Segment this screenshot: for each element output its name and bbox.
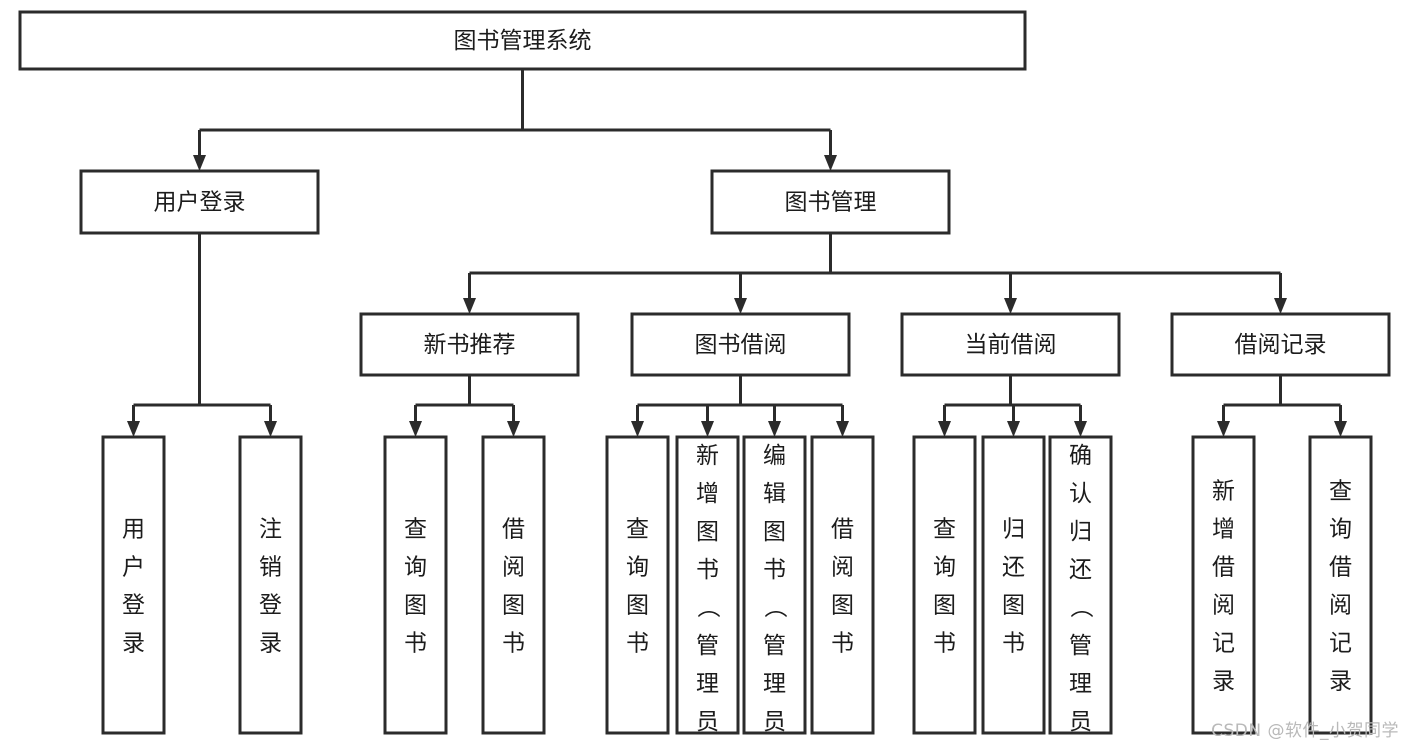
- node-label: 图书管理系统: [454, 28, 592, 54]
- node-label: 借阅记录: [1235, 332, 1327, 358]
- node-leaf-current-confirm-return[interactable]: 确认归还（管理员）: [1048, 435, 1113, 747]
- node-leaf-user-logout[interactable]: 注销登录: [238, 435, 303, 735]
- arrow-head-icon: [1274, 298, 1287, 314]
- node-borrow-record[interactable]: 借阅记录: [1170, 312, 1391, 377]
- node-label: 借阅图书: [502, 516, 525, 656]
- arrow-head-icon: [768, 421, 781, 437]
- node-label: 新增借阅记录: [1212, 478, 1235, 694]
- connector-group: [631, 375, 849, 437]
- node-label: 归还图书: [1002, 516, 1025, 656]
- connector-group: [193, 69, 837, 171]
- node-leaf-borrow-query-book[interactable]: 查询图书: [605, 435, 670, 735]
- arrow-head-icon: [1007, 421, 1020, 437]
- arrow-head-icon: [824, 155, 837, 171]
- node-label: 用户登录: [154, 190, 246, 216]
- node-box: [810, 435, 875, 735]
- node-label: 当前借阅: [965, 332, 1057, 358]
- node-box: [675, 435, 740, 735]
- node-box: [981, 435, 1046, 735]
- node-leaf-rec-query-book[interactable]: 查询图书: [383, 435, 448, 735]
- node-leaf-user-login[interactable]: 用户登录: [101, 435, 166, 735]
- node-book-borrow[interactable]: 图书借阅: [630, 312, 851, 377]
- node-leaf-current-return-book[interactable]: 归还图书: [981, 435, 1046, 735]
- arrow-head-icon: [507, 421, 520, 437]
- arrow-head-icon: [734, 298, 747, 314]
- node-box: [630, 312, 851, 377]
- node-box: [79, 169, 320, 235]
- node-current-borrow[interactable]: 当前借阅: [900, 312, 1121, 377]
- node-box: [912, 435, 977, 735]
- arrow-head-icon: [193, 155, 206, 171]
- node-label: 查询图书: [626, 516, 649, 656]
- node-box: [1191, 435, 1256, 735]
- node-leaf-borrow-borrow-book[interactable]: 借阅图书: [810, 435, 875, 735]
- arrow-head-icon: [631, 421, 644, 437]
- node-book-manage[interactable]: 图书管理: [710, 169, 951, 235]
- node-box: [383, 435, 448, 735]
- arrow-head-icon: [1074, 421, 1087, 437]
- arrow-head-icon: [409, 421, 422, 437]
- arrow-head-icon: [1004, 298, 1017, 314]
- node-box: [742, 435, 807, 735]
- node-label: 新增图书（管理员）: [696, 443, 721, 747]
- node-leaf-rec-borrow-book[interactable]: 借阅图书: [481, 435, 546, 735]
- connector-group: [463, 233, 1287, 314]
- node-box: [1048, 435, 1113, 735]
- node-box: [238, 435, 303, 735]
- node-label: 查询图书: [404, 516, 427, 656]
- connector-group: [938, 375, 1087, 437]
- arrow-head-icon: [127, 421, 140, 437]
- arrow-head-icon: [836, 421, 849, 437]
- node-box: [710, 169, 951, 235]
- node-user-login[interactable]: 用户登录: [79, 169, 320, 235]
- node-box: [900, 312, 1121, 377]
- arrow-head-icon: [1334, 421, 1347, 437]
- node-leaf-borrow-add-book[interactable]: 新增图书（管理员）: [675, 435, 740, 747]
- node-box: [1308, 435, 1373, 735]
- node-label: 查询图书: [933, 516, 956, 656]
- node-label: 确认归还（管理员）: [1069, 443, 1094, 747]
- node-label: 编辑图书（管理员）: [763, 443, 788, 747]
- node-new-book-rec[interactable]: 新书推荐: [359, 312, 580, 377]
- node-leaf-current-query-book[interactable]: 查询图书: [912, 435, 977, 735]
- node-label: 查询借阅记录: [1329, 478, 1352, 694]
- arrow-head-icon: [701, 421, 714, 437]
- connector-group: [1217, 375, 1347, 437]
- node-label: 图书借阅: [695, 332, 787, 358]
- node-box: [101, 435, 166, 735]
- node-box: [481, 435, 546, 735]
- node-box: [1170, 312, 1391, 377]
- node-label: 注销登录: [259, 516, 282, 656]
- connector-group: [409, 375, 520, 437]
- node-label: 用户登录: [122, 516, 145, 656]
- node-box: [359, 312, 580, 377]
- arrow-head-icon: [264, 421, 277, 437]
- arrow-head-icon: [938, 421, 951, 437]
- node-label: 新书推荐: [424, 332, 516, 358]
- node-root[interactable]: 图书管理系统: [18, 10, 1027, 71]
- node-layer: 图书管理系统用户登录图书管理新书推荐图书借阅当前借阅借阅记录用户登录注销登录查询…: [18, 10, 1391, 747]
- connector-group: [127, 233, 277, 437]
- node-label: 图书管理: [785, 190, 877, 216]
- arrow-head-icon: [463, 298, 476, 314]
- connector-layer: [127, 69, 1347, 437]
- node-box: [605, 435, 670, 735]
- arrow-head-icon: [1217, 421, 1230, 437]
- node-box: [18, 10, 1027, 71]
- watermark-text: CSDN @软件_小贺同学: [1211, 721, 1399, 741]
- node-leaf-record-query[interactable]: 查询借阅记录: [1308, 435, 1373, 735]
- node-label: 借阅图书: [831, 516, 854, 656]
- node-leaf-record-add[interactable]: 新增借阅记录: [1191, 435, 1256, 735]
- node-leaf-borrow-edit-book[interactable]: 编辑图书（管理员）: [742, 435, 807, 747]
